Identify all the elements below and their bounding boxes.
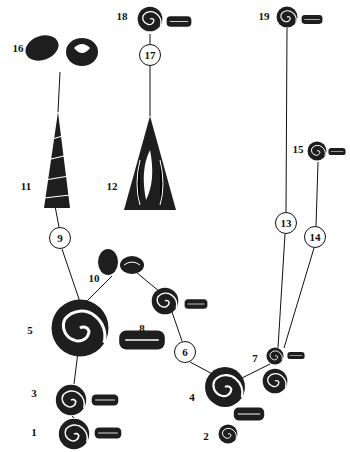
lineage-lines <box>55 28 318 418</box>
node-number: 17 <box>145 50 156 61</box>
circled-number: 17 <box>139 44 161 66</box>
callout-number: 18 <box>117 11 128 22</box>
callout-number: 12 <box>107 181 118 192</box>
node-number: 9 <box>57 233 63 244</box>
node-number: 14 <box>310 232 321 243</box>
circled-number: 13 <box>275 212 297 234</box>
callout-number: 19 <box>259 11 270 22</box>
callout-number: 15 <box>293 144 304 155</box>
callout-number: 11 <box>21 181 31 192</box>
circled-number: 9 <box>49 227 71 249</box>
callout-number: 7 <box>252 353 258 364</box>
callout-number: 3 <box>31 388 37 399</box>
callout-number: 2 <box>203 431 209 442</box>
circled-number: 6 <box>174 341 196 363</box>
node-number: 6 <box>182 347 188 358</box>
callout-number: 16 <box>13 43 24 54</box>
callout-number: 1 <box>31 427 37 438</box>
callout-number: 10 <box>89 273 100 284</box>
node-number: 13 <box>281 218 292 229</box>
callout-number: 5 <box>27 325 33 336</box>
shells <box>22 7 346 450</box>
circled-number: 14 <box>304 226 326 248</box>
callout-number: 8 <box>139 323 145 334</box>
callout-number: 4 <box>189 392 195 403</box>
